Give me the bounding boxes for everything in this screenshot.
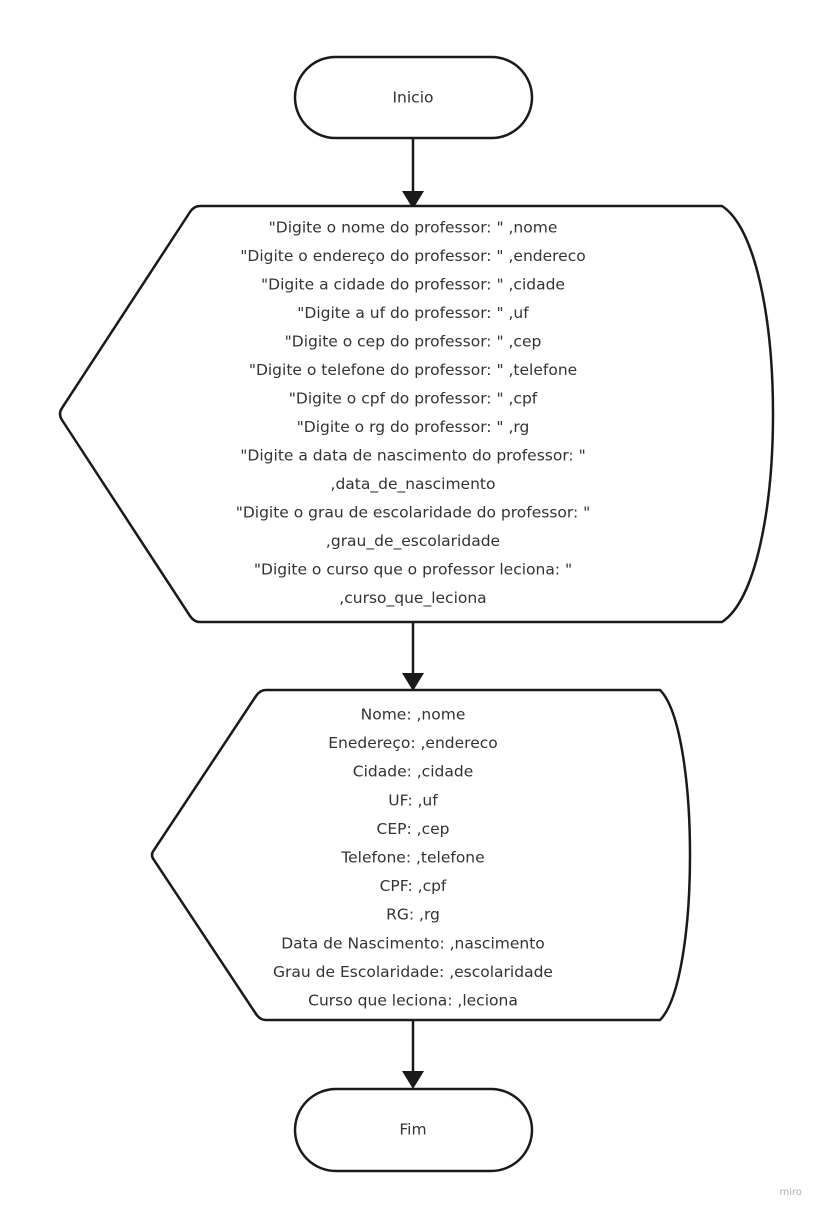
input-text-line: "Digite a data de nascimento do professo… (240, 447, 585, 465)
input-text-line: ,data_de_nascimento (331, 475, 496, 494)
output-text-line: CPF: ,cpf (380, 877, 447, 895)
input-text-line: "Digite o nome do professor: " ,nome (269, 219, 558, 237)
edge-output-to-end (402, 1020, 424, 1089)
output-text-line: Telefone: ,telefone (340, 849, 484, 867)
input-text-line: "Digite o grau de escolaridade do profes… (236, 504, 591, 522)
output-text-line: Curso que leciona: ,leciona (308, 992, 518, 1010)
input-display-shape[interactable]: "Digite o nome do professor: " ,nome "Dig… (58, 204, 775, 624)
input-text-line: ,grau_de_escolaridade (326, 532, 500, 551)
start-label: Inicio (392, 89, 433, 107)
input-text-line: ,curso_que_leciona (339, 589, 486, 608)
output-text-line: Nome: ,nome (361, 706, 466, 724)
input-text-line: "Digite o endereço do professor: " ,ende… (240, 247, 585, 265)
output-text-line: CEP: ,cep (377, 820, 450, 838)
input-text-line: "Digite o curso que o professor leciona:… (254, 561, 572, 579)
input-text-line: "Digite a cidade do professor: " ,cidade (261, 276, 565, 294)
input-text-line: "Digite a uf do professor: " ,uf (297, 304, 529, 322)
output-text-line: Data de Nascimento: ,nascimento (281, 934, 545, 952)
edge-start-to-input (402, 138, 424, 209)
start-terminator[interactable]: Inicio (293, 55, 534, 140)
output-text-line: Enedereço: ,endereco (328, 734, 498, 752)
input-text-line: "Digite o cpf do professor: " ,cpf (289, 390, 538, 408)
output-text-line: Grau de Escolaridade: ,escolaridade (273, 963, 553, 981)
input-text-line: "Digite o rg do professor: " ,rg (297, 418, 530, 436)
miro-watermark: miro (779, 1187, 802, 1198)
output-text-line: UF: ,uf (388, 791, 438, 809)
input-text-line: "Digite o telefone do professor: " ,tele… (249, 361, 577, 379)
input-text-block: "Digite o nome do professor: " ,nome "Dig… (236, 219, 591, 609)
output-text-line: Cidade: ,cidade (353, 763, 473, 781)
end-terminator[interactable]: Fim (293, 1087, 534, 1173)
edge-input-to-output (402, 622, 424, 691)
input-text-line: "Digite o cep do professor: " ,cep (285, 333, 542, 351)
end-label: Fim (399, 1121, 426, 1139)
output-text-line: RG: ,rg (386, 906, 440, 924)
